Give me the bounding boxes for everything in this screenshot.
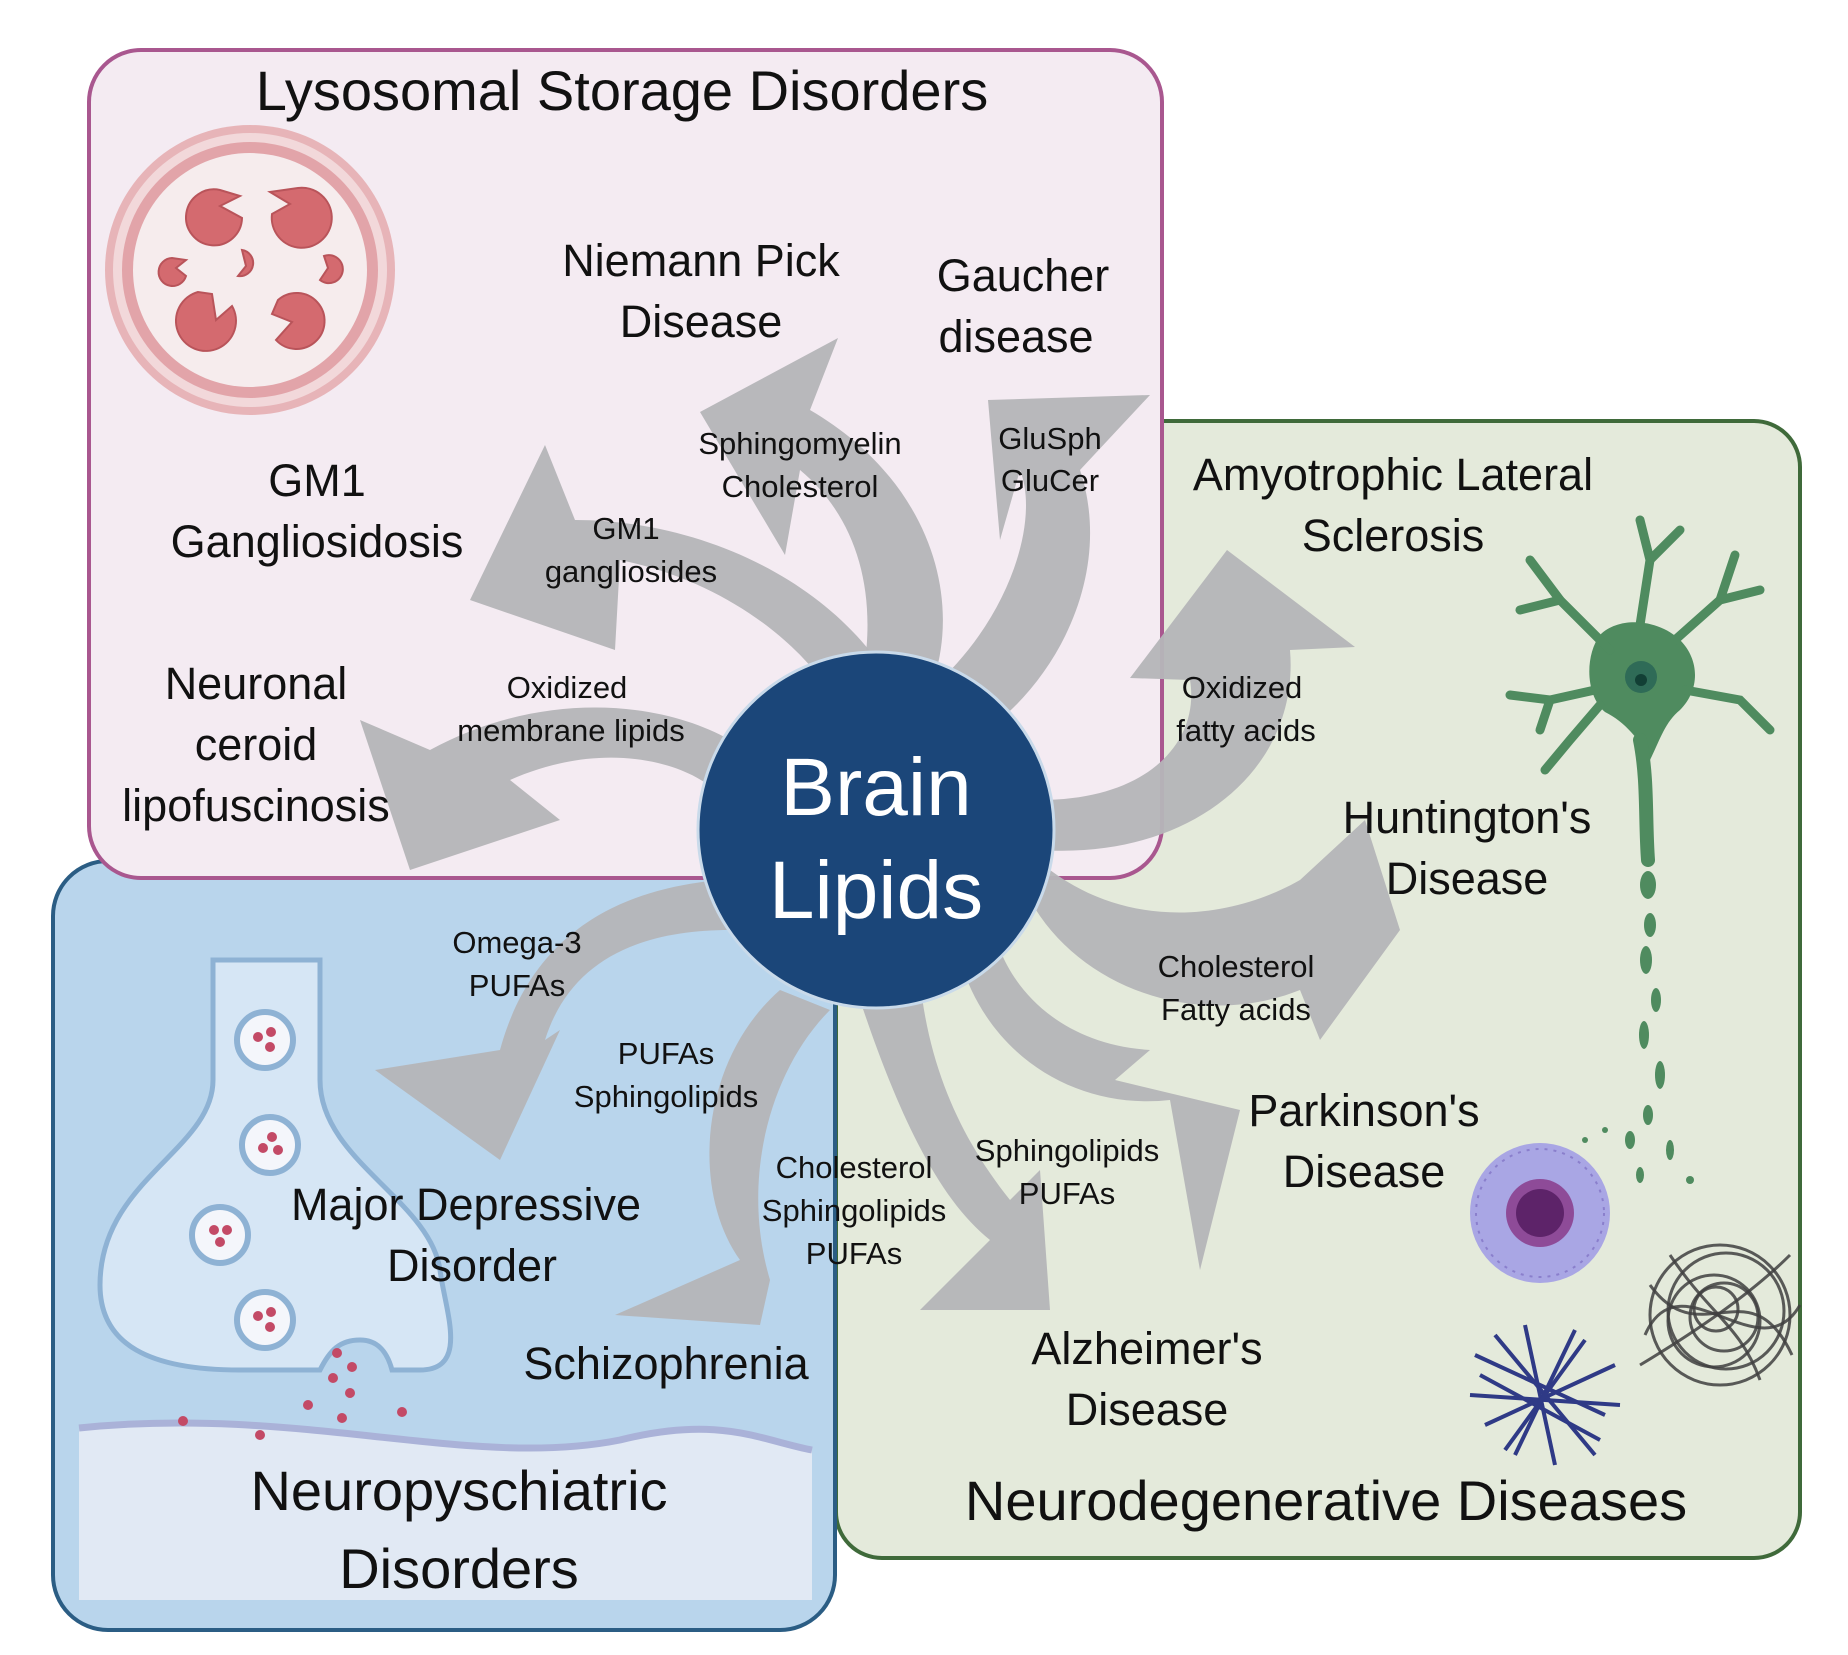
arrow-alzheimer	[860, 980, 1050, 1310]
lipid-schizophrenia-line-1: PUFAs	[618, 1036, 714, 1071]
arrow-gaucher	[930, 395, 1150, 720]
arrow-parkinson	[960, 950, 1240, 1270]
disease-ncl-line-1: Neuronal	[165, 658, 348, 709]
disease-label-gm1: GM1 Gangliosidosis	[171, 455, 464, 567]
postsynaptic-membrane-region	[79, 1422, 812, 1600]
disease-ncl-line-2: ceroid	[195, 719, 318, 770]
lipid-label-schizophrenia: PUFAs Sphingolipids	[574, 1036, 758, 1114]
disease-niemann-line-1: Niemann Pick	[562, 235, 840, 286]
lipid-label-gaucher: GluSph GluCer	[998, 421, 1101, 498]
disease-label-mdd: Major Depressive Disorder	[291, 1179, 641, 1291]
disease-gm1-line-1: GM1	[268, 455, 366, 506]
lipid-alzheimer-line-2: Sphingolipids	[762, 1193, 946, 1228]
disease-gm1-line-2: Gangliosidosis	[171, 516, 464, 567]
postsynaptic-membrane	[78, 1419, 813, 1454]
disease-mdd-line-1: Major Depressive	[291, 1179, 641, 1230]
lipid-parkinson-line-1: Sphingolipids	[975, 1133, 1159, 1168]
center-label-line-1: Brain	[780, 742, 971, 833]
disease-als-line-2: Sclerosis	[1302, 510, 1485, 561]
lysosomal-title: Lysosomal Storage Disorders	[256, 59, 988, 122]
disease-label-huntington: Huntington's Disease	[1343, 792, 1592, 904]
brain-lipids-center: Brain Lipids	[696, 650, 1056, 1010]
arrow-schizophrenia	[615, 990, 830, 1325]
lipid-gm1-line-2: gangliosides	[545, 554, 717, 589]
lipid-ncl-line-1: Oxidized	[507, 670, 628, 705]
lewy-body-icon	[1470, 1143, 1610, 1283]
arrows-layer	[360, 338, 1400, 1325]
disease-parkinson-line-2: Disease	[1283, 1146, 1446, 1197]
disease-gaucher-line-1: Gaucher	[937, 250, 1110, 301]
lipid-alzheimer-line-3: PUFAs	[806, 1236, 902, 1271]
disease-niemann-line-2: Disease	[620, 296, 783, 347]
lipid-gaucher-line-2: GluCer	[1001, 463, 1099, 498]
synapse-icon	[97, 957, 454, 1440]
lipid-label-parkinson: Sphingolipids PUFAs	[975, 1133, 1159, 1211]
arrow-ncl	[360, 707, 730, 870]
arrow-niemann	[700, 338, 943, 690]
lipid-gm1-line-1: GM1	[592, 511, 659, 546]
disease-ncl-line-3: lipofuscinosis	[122, 780, 390, 831]
lipid-niemann-line-2: Cholesterol	[722, 469, 879, 504]
disease-alzheimer-line-1: Alzheimer's	[1031, 1323, 1262, 1374]
lipid-als-line-2: fatty acids	[1176, 713, 1316, 748]
lipid-label-als: Oxidized fatty acids	[1176, 670, 1316, 748]
tau-tangle-icon	[1469, 1324, 1621, 1466]
synaptic-vesicles	[189, 1009, 301, 1351]
lipid-als-line-1: Oxidized	[1182, 670, 1303, 705]
disease-schizophrenia-line-1: Schizophrenia	[523, 1338, 809, 1389]
disease-label-alzheimer: Alzheimer's Disease	[1031, 1323, 1262, 1435]
lipid-label-huntington: Cholesterol Fatty acids	[1158, 949, 1315, 1027]
disease-alzheimer-line-2: Disease	[1066, 1384, 1229, 1435]
disease-label-schizophrenia: Schizophrenia	[523, 1338, 809, 1389]
disease-label-niemann: Niemann Pick Disease	[562, 235, 840, 347]
disease-label-ncl: Neuronal ceroid lipofuscinosis	[122, 658, 390, 831]
arrow-huntington	[1030, 820, 1400, 1040]
disease-label-als: Amyotrophic Lateral Sclerosis	[1193, 449, 1593, 561]
neuropsychiatric-title-line-1: Neuropyschiatric	[250, 1459, 667, 1522]
neuron-icon	[1505, 515, 1775, 1184]
disease-als-line-1: Amyotrophic Lateral	[1193, 449, 1593, 500]
lysosome-icon	[105, 125, 395, 415]
amyloid-fibril-icon	[1639, 1243, 1802, 1387]
lipid-mdd-line-2: PUFAs	[469, 968, 565, 1003]
disease-gaucher-line-2: disease	[938, 311, 1093, 362]
neurodegenerative-title: Neurodegenerative Diseases	[965, 1469, 1687, 1532]
center-label-line-2: Lipids	[769, 845, 983, 936]
lipid-huntington-line-2: Fatty acids	[1161, 992, 1311, 1027]
lipid-label-ncl: Oxidized membrane lipids	[457, 670, 684, 748]
lipid-label-alzheimer: Cholesterol Sphingolipids PUFAs	[762, 1150, 946, 1271]
lipid-label-gm1: GM1 gangliosides	[545, 511, 717, 589]
lipid-ncl-line-2: membrane lipids	[457, 713, 684, 748]
lipid-huntington-line-1: Cholesterol	[1158, 949, 1315, 984]
neurotransmitters	[178, 1348, 407, 1440]
lipid-alzheimer-line-1: Cholesterol	[776, 1150, 933, 1185]
arrow-gm1	[470, 445, 890, 700]
disease-mdd-line-2: Disorder	[387, 1240, 557, 1291]
arrow-als	[1040, 550, 1355, 851]
arrow-mdd	[375, 880, 730, 1160]
disease-huntington-line-2: Disease	[1386, 853, 1549, 904]
lipid-schizophrenia-line-2: Sphingolipids	[574, 1079, 758, 1114]
lipid-label-mdd: Omega-3 PUFAs	[452, 925, 581, 1003]
neuropsychiatric-title-line-2: Disorders	[339, 1537, 579, 1600]
lipid-label-niemann: Sphingomyelin Cholesterol	[698, 426, 901, 504]
disease-parkinson-line-1: Parkinson's	[1248, 1085, 1479, 1136]
lipid-gaucher-line-1: GluSph	[998, 421, 1101, 456]
disease-huntington-line-1: Huntington's	[1343, 792, 1592, 843]
lipid-niemann-line-1: Sphingomyelin	[698, 426, 901, 461]
disease-label-gaucher: Gaucher disease	[937, 250, 1110, 362]
lipid-parkinson-line-2: PUFAs	[1019, 1176, 1115, 1211]
lipid-mdd-line-1: Omega-3	[452, 925, 581, 960]
disease-label-parkinson: Parkinson's Disease	[1248, 1085, 1479, 1197]
